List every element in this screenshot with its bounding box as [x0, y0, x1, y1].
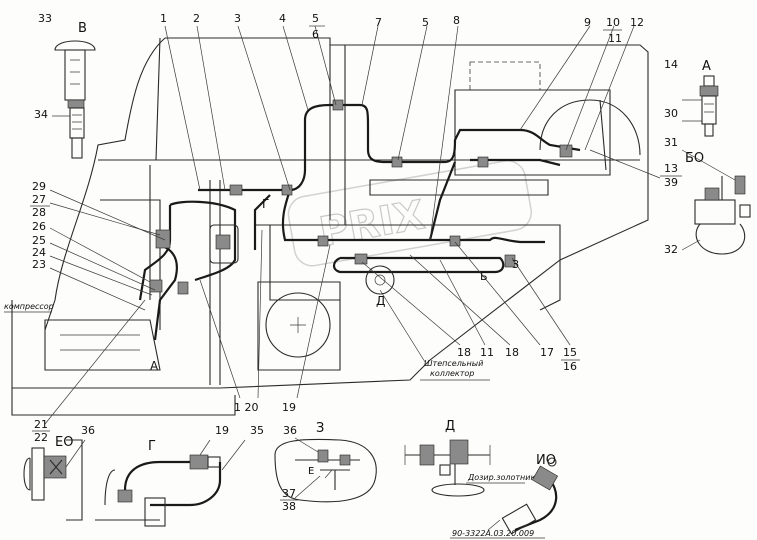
view-a-marker: А [150, 359, 159, 373]
view-z: З [316, 421, 324, 436]
watermark-text: PRIX [316, 192, 428, 256]
callout-11b: 11 [480, 346, 494, 359]
callout-35: 35 [250, 424, 264, 437]
callout-31: 31 [664, 136, 678, 149]
callout-1-20: 1 20 [234, 401, 259, 414]
callout-19b: 19 [215, 424, 229, 437]
callout-32: 32 [664, 243, 678, 256]
callout-22: 22 [34, 431, 48, 444]
callout-33: 33 [38, 12, 52, 25]
callout-5b: 5 [422, 16, 429, 29]
callout-2: 2 [193, 12, 200, 25]
callout-30: 30 [664, 107, 678, 120]
callout-23: 23 [32, 258, 46, 271]
fittings [149, 99, 573, 295]
callout-labels: 1 2 3 4 5 6 7 5 8 9 10 11 12 14 30 31 13… [30, 12, 682, 513]
callout-39: 39 [664, 176, 678, 189]
callout-38: 38 [282, 500, 296, 513]
callout-10: 10 [606, 16, 620, 29]
callout-36a: 36 [81, 424, 95, 437]
view-io: ИО [536, 453, 556, 468]
detail-bo [681, 149, 751, 255]
callout-15: 15 [563, 346, 577, 359]
callout-5a: 5 [312, 12, 319, 25]
callout-13: 13 [664, 162, 678, 175]
view-a: А [702, 59, 711, 74]
detail-z [274, 437, 377, 503]
leader-lines [44, 25, 661, 425]
detail-a [682, 75, 719, 137]
view-eo: ЕО [55, 435, 73, 450]
view-e-marker: Е [308, 466, 314, 477]
callout-9: 9 [584, 16, 591, 29]
detail-eo [23, 439, 86, 521]
view-labels: В А БО Г Г А Д Д ЕО З Е ИО Б З [55, 21, 711, 477]
annotations: компрессор Штепсельный коллектор Дозир.з… [4, 302, 545, 539]
callout-14: 14 [664, 58, 678, 71]
view-d-marker: Д [376, 294, 385, 308]
detail-g [95, 439, 246, 527]
detail-b [52, 40, 96, 159]
annotation-spool: Дозир.золотник [467, 473, 535, 482]
view-g-marker: Г [262, 197, 269, 211]
view-g: Г [148, 439, 156, 454]
callout-1: 1 [160, 12, 167, 25]
callout-34: 34 [34, 108, 48, 121]
callout-19: 19 [282, 401, 296, 414]
callout-27: 27 [32, 193, 46, 206]
callout-21: 21 [34, 418, 48, 431]
callout-24: 24 [32, 246, 46, 259]
callout-29: 29 [32, 180, 46, 193]
callout-12: 12 [630, 16, 644, 29]
callout-18b: 18 [505, 346, 519, 359]
callout-36b: 36 [283, 424, 297, 437]
detail-d [404, 439, 491, 497]
callout-18a: 18 [457, 346, 471, 359]
callout-17: 17 [540, 346, 554, 359]
callout-16: 16 [563, 360, 577, 373]
cab-body [11, 37, 649, 416]
callout-6: 6 [312, 28, 319, 41]
callout-28: 28 [32, 206, 46, 219]
view-b: В [78, 21, 87, 36]
annotation-collector-2: коллектор [430, 369, 474, 378]
callout-37: 37 [282, 487, 296, 500]
callout-3: 3 [234, 12, 241, 25]
annotation-collector-1: Штепсельный [424, 359, 483, 368]
detail-io [487, 457, 559, 535]
view-z-marker: З [512, 258, 519, 271]
callout-4: 4 [279, 12, 286, 25]
callout-25: 25 [32, 234, 46, 247]
callout-7: 7 [375, 16, 382, 29]
view-b-marker: Б [480, 270, 488, 283]
callout-8: 8 [453, 14, 460, 27]
view-d: Д [445, 419, 455, 434]
callout-26: 26 [32, 220, 46, 233]
annotation-compressor: компрессор [4, 302, 54, 311]
annotation-part-number: 90-3322А.03.20.009 [452, 529, 534, 538]
callout-11-top: 11 [608, 32, 622, 45]
